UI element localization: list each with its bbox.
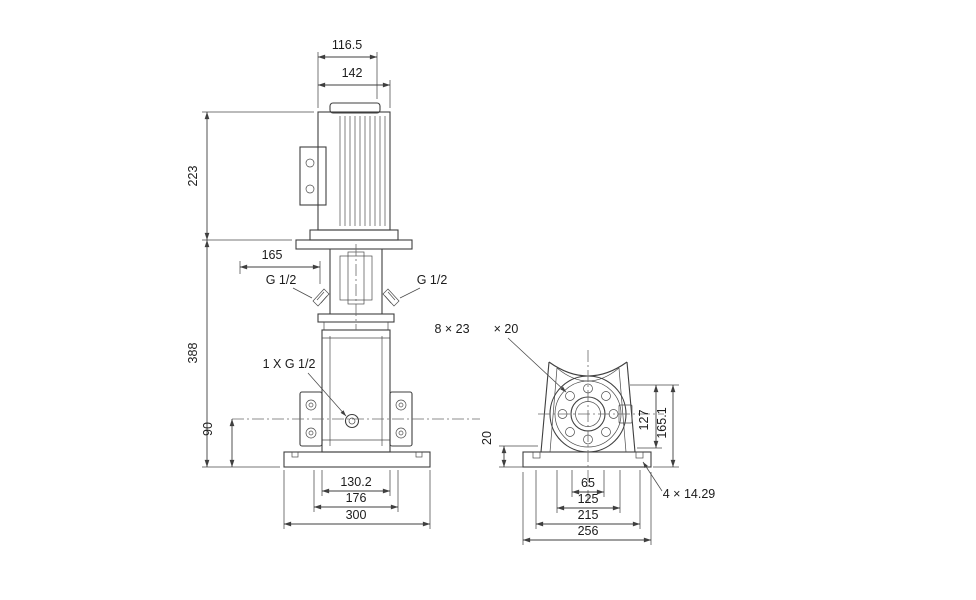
bolt-hole — [565, 391, 575, 401]
bolt-hole — [601, 427, 611, 437]
base-slot-left — [532, 451, 541, 459]
motor-body — [317, 111, 391, 231]
port-right-label: G 1/2 — [417, 273, 448, 287]
dim-300-label: 300 — [346, 508, 367, 522]
cable-gland-top — [305, 158, 315, 168]
dim-142-label: 142 — [342, 66, 363, 80]
base-holes-note: 4 × 14.29 — [642, 461, 716, 501]
dimension-116-5: 116.5 — [317, 38, 378, 108]
base-plate-front — [283, 451, 431, 468]
dim-388-label: 388 — [186, 343, 200, 364]
port-left-label: G 1/2 — [266, 273, 297, 287]
dimension-20: 20 — [480, 431, 538, 468]
slot-depth-label: × 20 — [494, 322, 519, 336]
dimension-90: 90 — [201, 418, 235, 468]
port-label-left: G 1/2 — [266, 273, 313, 299]
dimension-65: 65 — [571, 470, 605, 497]
drain-port-label: 1 X G 1/2 — [263, 357, 316, 371]
base-holes-label: 4 × 14.29 — [663, 487, 716, 501]
dimension-176: 176 — [313, 470, 399, 512]
dim-165-1-label: 165.1 — [655, 407, 669, 438]
dim-223-label: 223 — [186, 166, 200, 187]
slot-spec-label: 8 × 23 — [434, 322, 469, 336]
terminal-box — [299, 146, 327, 206]
dim-176-label: 176 — [346, 491, 367, 505]
port-label-right: G 1/2 — [399, 273, 448, 299]
front-view: 116.5 142 223 388 90 165 — [186, 38, 480, 529]
motor-top-cap — [329, 102, 381, 114]
dimension-165-1: 165.1 — [653, 384, 679, 468]
dimension-256: 256 — [522, 472, 652, 545]
dim-116-5-label: 116.5 — [332, 38, 362, 52]
dim-90-label: 90 — [201, 422, 215, 436]
base-plate-side — [522, 451, 652, 468]
motor-flange-upper — [309, 229, 399, 241]
bolt-hole — [601, 391, 611, 401]
drain-label: 1 X G 1/2 — [263, 357, 347, 417]
pump-head — [312, 249, 400, 331]
drain-port — [344, 413, 360, 429]
dimension-127: 127 — [630, 384, 679, 449]
dim-215-label: 215 — [578, 508, 599, 522]
dim-130-2-label: 130.2 — [340, 475, 371, 489]
dimension-215: 215 — [535, 470, 641, 529]
side-view: 8 × 23 × 20 20 127 165.1 65 — [434, 322, 715, 545]
dim-127-label: 127 — [637, 410, 651, 431]
dim-256-label: 256 — [578, 524, 599, 538]
motor — [295, 102, 413, 250]
dimension-125: 125 — [556, 470, 621, 513]
dim-165-label: 165 — [262, 248, 283, 262]
dimension-142: 142 — [317, 66, 391, 108]
vent-plug-right — [382, 288, 400, 307]
dimension-223: 223 — [186, 111, 314, 241]
pump-column — [321, 329, 391, 453]
dim-20-label: 20 — [480, 431, 494, 445]
dimension-130-2: 130.2 — [321, 470, 391, 496]
dimension-300: 300 — [283, 470, 431, 529]
bolt-hole — [565, 427, 575, 437]
dim-65-label: 65 — [581, 476, 595, 490]
motor-flange-lower — [295, 239, 413, 250]
dim-125-label: 125 — [578, 492, 599, 506]
bolt-slot-note: 8 × 23 × 20 — [434, 322, 567, 393]
base-slot-right — [635, 451, 644, 459]
dimension-165: 165 — [239, 248, 321, 284]
vent-plug-left — [312, 288, 330, 307]
cable-gland-bottom — [305, 184, 315, 194]
motor-cooling-fins — [339, 116, 386, 226]
dimension-388: 388 — [186, 239, 280, 468]
